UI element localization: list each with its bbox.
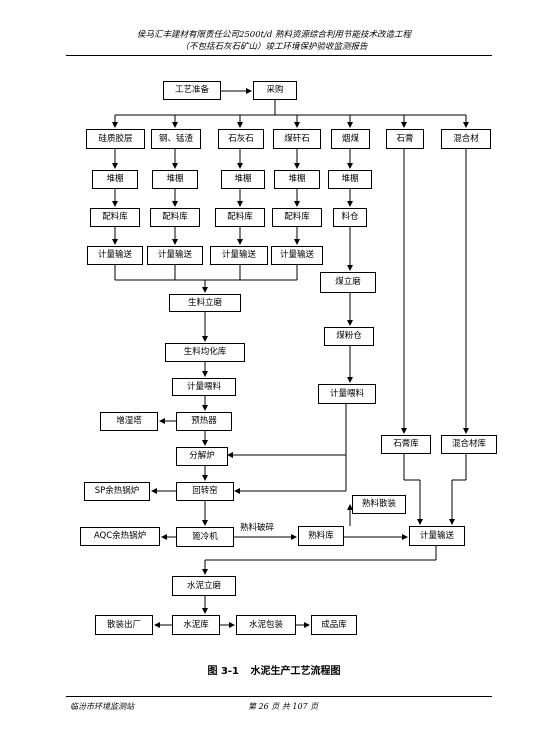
node-grate-cooler: 篦冷机 bbox=[176, 527, 234, 547]
report-header-line1: 侯马汇丰建材有限责任公司2500t/d 熟料资源综合利用节能技术改造工程 bbox=[136, 30, 412, 40]
node-finished-product-warehouse: 成品库 bbox=[311, 615, 357, 635]
node-gypsum-silo: 石膏库 bbox=[381, 435, 431, 454]
node-storage-shed: 堆棚 bbox=[221, 170, 265, 189]
footer-page-number: 第 26 页 共 107 页 bbox=[248, 702, 319, 711]
node-raw-meal-homogenizing-silo: 生料均化库 bbox=[165, 343, 245, 362]
node-rotary-kiln: 回转窑 bbox=[176, 482, 234, 501]
node-siliceous-material: 硅质胶层 bbox=[86, 129, 145, 149]
node-coal-powder-bin: 煤粉仓 bbox=[324, 327, 374, 346]
node-admixture: 混合材 bbox=[441, 129, 491, 149]
node-bituminous-coal: 烟煤 bbox=[331, 129, 370, 149]
node-cement-silo: 水泥库 bbox=[172, 615, 220, 635]
node-calciner: 分解炉 bbox=[176, 447, 228, 466]
node-metering-conveying: 计量输送 bbox=[409, 526, 465, 546]
footer-organization: 临汾市环境监测站 bbox=[70, 702, 134, 711]
node-clinker-silo: 熟料库 bbox=[298, 526, 344, 546]
node-batching-silo: 配料库 bbox=[150, 208, 200, 227]
node-material-bin: 料仓 bbox=[333, 208, 367, 227]
node-coal-vertical-mill: 煤立磨 bbox=[320, 272, 376, 293]
node-metering-feeding: 计量喂料 bbox=[318, 384, 376, 404]
node-batching-silo: 配料库 bbox=[90, 208, 140, 227]
node-metering-conveying: 计量输送 bbox=[147, 246, 203, 265]
node-coal-gangue: 煤矸石 bbox=[273, 129, 321, 149]
figure-caption: 图 3-1 水泥生产工艺流程图 bbox=[0, 662, 548, 677]
node-process-prep: 工艺准备 bbox=[163, 81, 221, 100]
node-aqc-waste-heat-boiler: AQC余热锅炉 bbox=[80, 527, 160, 546]
node-metering-feeding: 计量喂料 bbox=[172, 378, 236, 396]
node-preheater: 预热器 bbox=[176, 412, 232, 431]
node-batching-silo: 配料库 bbox=[215, 208, 265, 227]
node-storage-shed: 堆棚 bbox=[274, 170, 320, 189]
node-iron-slag: 钢、锰渣 bbox=[151, 129, 201, 149]
footer-rule bbox=[66, 696, 492, 697]
node-clinker-bulk: 熟料散装 bbox=[352, 495, 406, 514]
node-storage-shed: 堆棚 bbox=[152, 170, 198, 189]
node-admixture-silo: 混合材库 bbox=[441, 435, 497, 454]
node-sp-waste-heat-boiler: SP余热锅炉 bbox=[84, 482, 150, 501]
node-storage-shed: 堆棚 bbox=[328, 170, 372, 189]
node-raw-meal-vertical-mill: 生料立磨 bbox=[169, 294, 241, 312]
node-storage-shed: 堆棚 bbox=[92, 170, 138, 189]
node-bulk-dispatch: 散装出厂 bbox=[95, 615, 153, 635]
header-rule bbox=[66, 55, 492, 56]
node-batching-silo: 配料库 bbox=[272, 208, 322, 227]
node-gypsum: 石膏 bbox=[386, 129, 424, 149]
node-humidifying-tower: 增湿塔 bbox=[100, 412, 158, 431]
figure-number: 图 3-1 bbox=[207, 666, 240, 677]
node-cement-packing: 水泥包装 bbox=[236, 615, 296, 635]
node-metering-conveying: 计量输送 bbox=[210, 246, 268, 265]
node-metering-conveying: 计量输送 bbox=[271, 246, 323, 265]
node-procurement: 采购 bbox=[253, 81, 297, 100]
node-cement-vertical-mill: 水泥立磨 bbox=[172, 576, 236, 596]
node-limestone: 石灰石 bbox=[218, 129, 264, 149]
edge-label-clinker-crushing: 熟料破碎 bbox=[240, 523, 275, 533]
node-metering-conveying: 计量输送 bbox=[87, 246, 143, 265]
report-header-line2: （不包括石灰石矿山）竣工环境保护验收监测报告 bbox=[180, 42, 368, 52]
figure-title: 水泥生产工艺流程图 bbox=[250, 666, 341, 677]
